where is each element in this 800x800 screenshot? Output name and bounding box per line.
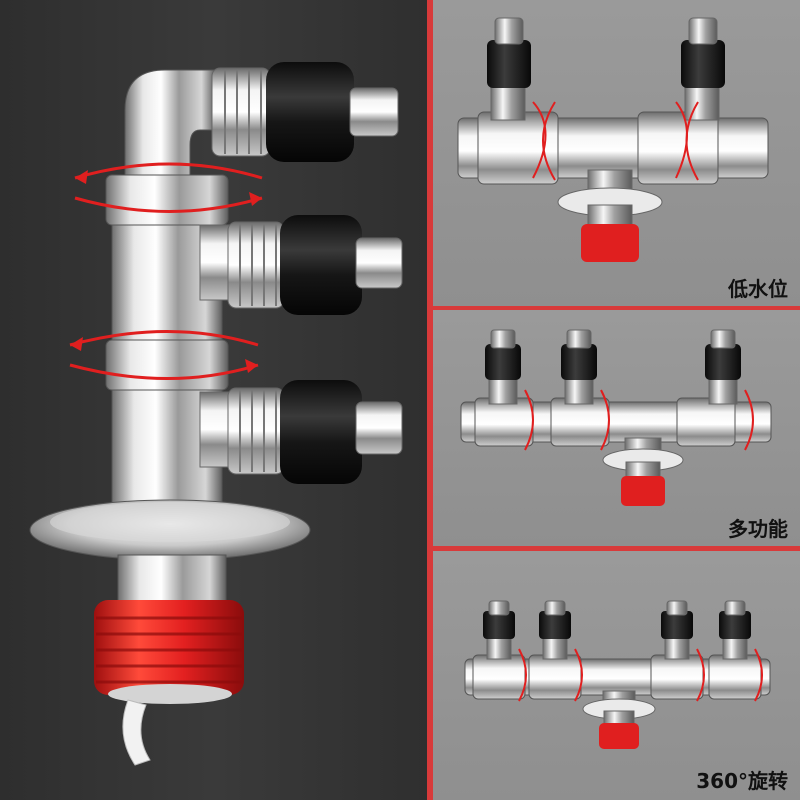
four-outlet-valve-illustration: 360°旋转 — [464, 600, 788, 793]
rotation-arrow-icon — [69, 162, 263, 380]
rotation-arrow-icon — [518, 648, 763, 702]
two-outlet-valve-illustration: 低水位 — [457, 17, 788, 301]
panel-rotation: 360°旋转 — [433, 551, 800, 800]
three-outlet-valve-illustration: 多功能 — [460, 329, 788, 541]
panel-low-water-level: 低水位 — [433, 0, 800, 306]
red-seal-ring — [94, 600, 244, 695]
three-outlet-valve-illustration — [29, 62, 403, 766]
main-product-photo — [0, 0, 427, 800]
rotation-arrow-icon — [524, 389, 754, 451]
panel-label: 低水位 — [727, 277, 788, 301]
rotation-arrow-icon — [532, 101, 699, 181]
panel-label: 360°旋转 — [696, 769, 788, 793]
panel-multi-function: 多功能 — [433, 310, 800, 546]
panel-label: 多功能 — [728, 517, 788, 541]
